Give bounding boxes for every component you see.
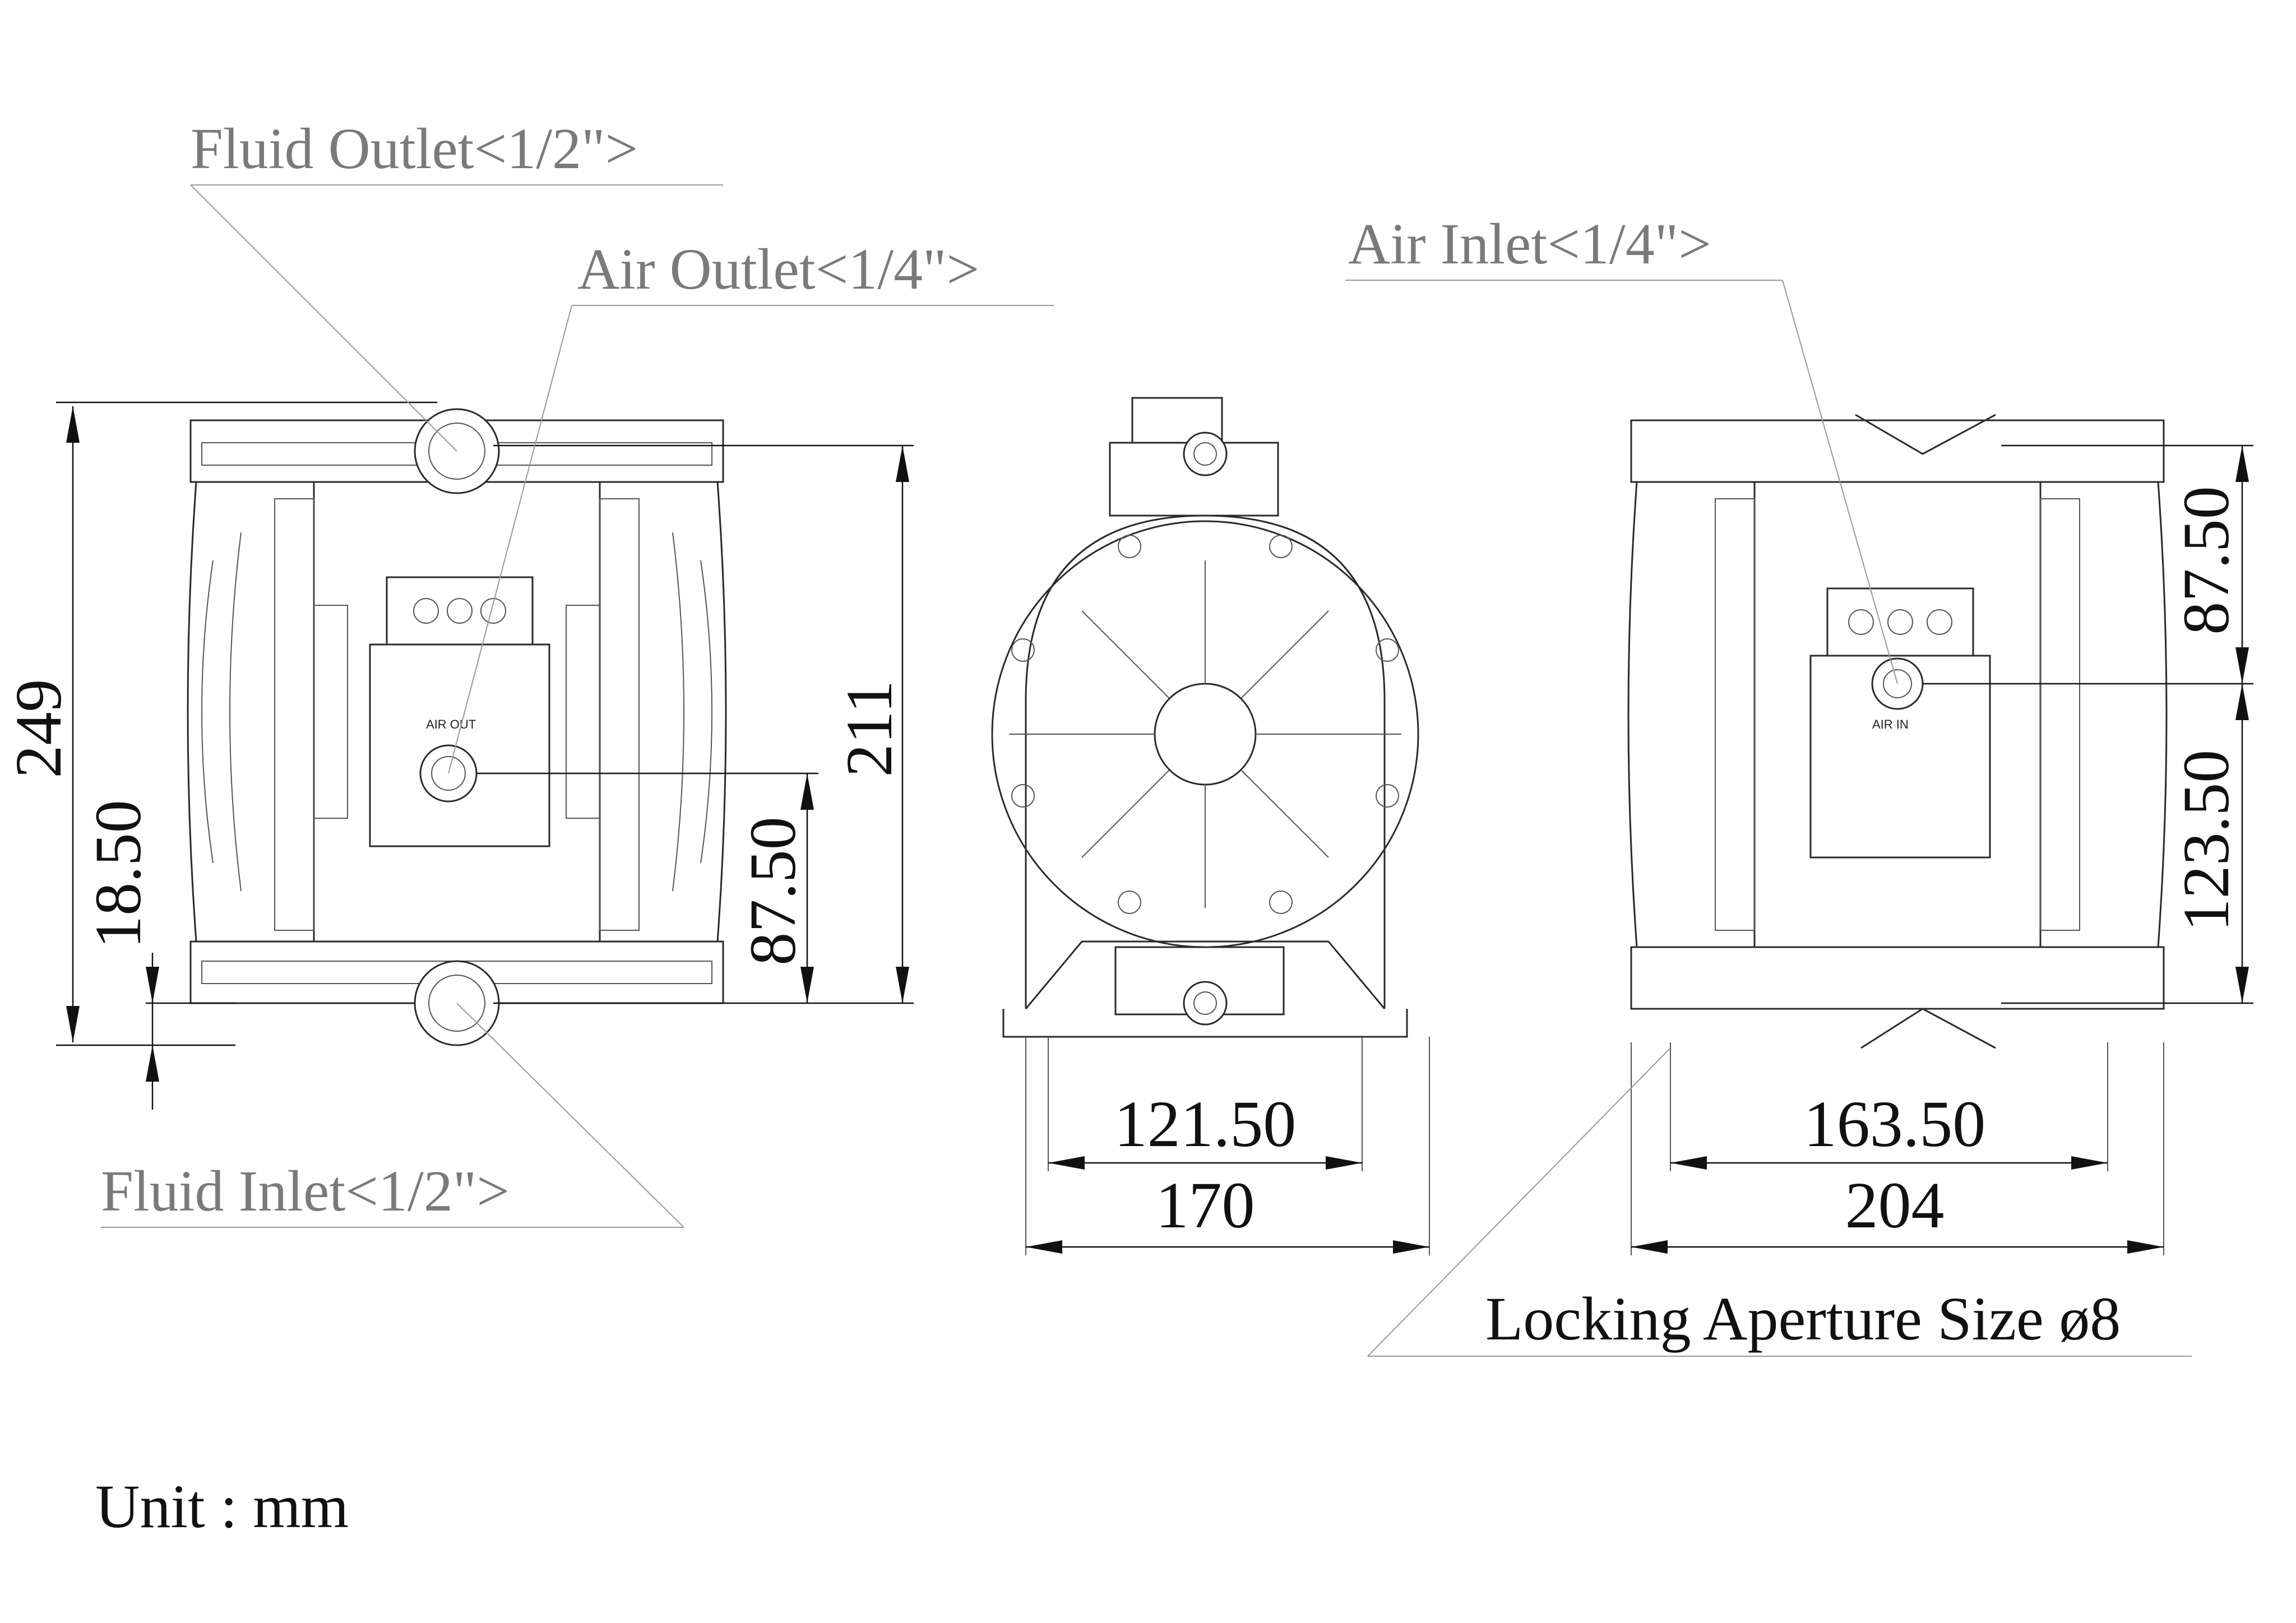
- dim-rear-bolt-span: 163.50: [1804, 1087, 1986, 1161]
- rear-center-body: [1809, 655, 1991, 859]
- side-base-bracket: [1025, 940, 1386, 1009]
- air-outlet-label: Air Outlet<1/4">: [577, 237, 979, 302]
- air-out-plate-text: AIR OUT: [426, 717, 476, 731]
- rear-view: AIR IN: [1627, 414, 2168, 1049]
- rear-left-chamber: [1627, 481, 1756, 948]
- dim-air-out-height: 87.50: [736, 817, 809, 966]
- dim-side-bolt-span: 121.50: [1114, 1087, 1297, 1161]
- side-diaphragm-center: [1154, 683, 1257, 786]
- unit-label: Unit : mm: [95, 1472, 349, 1541]
- air-in-plate-text: AIR IN: [1872, 717, 1909, 731]
- side-base: [1002, 1009, 1408, 1038]
- rear-top-notch: [1855, 414, 1996, 455]
- callouts: Fluid Outlet<1/2"> Air Outlet<1/4"> Air …: [101, 117, 2192, 1357]
- front-center-body: [369, 643, 550, 847]
- locking-aperture-label: Locking Aperture Size ø8: [1485, 1285, 2121, 1353]
- dim-port-height: 211: [832, 680, 906, 777]
- side-dimensions: 121.50 170: [1025, 1037, 1430, 1255]
- front-valve-block: [386, 576, 534, 646]
- dim-side-width: 170: [1156, 1168, 1255, 1242]
- rear-bottom-notch: [1860, 1008, 1996, 1049]
- front-dimensions: 249 18.50 211 87.50: [2, 401, 914, 1110]
- dim-air-in-upper: 87.50: [2169, 486, 2243, 635]
- front-right-chamber: [599, 481, 727, 943]
- dim-air-in-lower: 123.50: [2169, 750, 2243, 932]
- rear-right-chamber: [2039, 481, 2168, 948]
- side-view: [991, 397, 1419, 1038]
- fluid-outlet-label: Fluid Outlet<1/2">: [191, 117, 638, 181]
- side-body-outline: [1025, 514, 1386, 1009]
- dim-base-offset: 18.50: [81, 800, 155, 949]
- rear-dimensions: 87.50 123.50 163.50 204: [1631, 444, 2253, 1255]
- fluid-inlet-label: Fluid Inlet<1/2">: [101, 1159, 510, 1223]
- air-inlet-label: Air Inlet<1/4">: [1348, 212, 1711, 276]
- front-view: AIR OUT: [187, 408, 727, 1046]
- rear-bottom-manifold: [1630, 946, 2165, 1010]
- dim-overall-height: 249: [2, 679, 75, 778]
- rear-top-manifold: [1630, 419, 2165, 483]
- front-left-chamber: [187, 481, 315, 943]
- dim-rear-width: 204: [1845, 1168, 1945, 1242]
